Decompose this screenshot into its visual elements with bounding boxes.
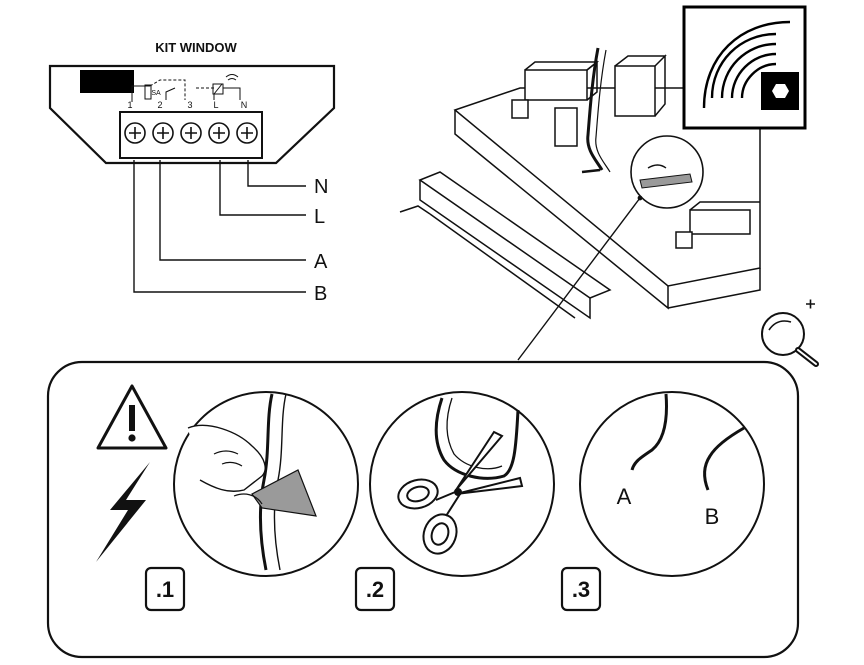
step-panel: A B .1 .2 .3 [46, 360, 800, 659]
terminal-screws [124, 122, 258, 144]
terminal-label-n: N [241, 100, 248, 110]
terminal-label-3: 3 [187, 100, 192, 110]
terminal-screw-1 [124, 122, 146, 144]
wire-n [247, 160, 306, 187]
wire-label-n: N [314, 176, 328, 198]
wire-label-a: A [314, 251, 328, 273]
terminal-screw-2 [152, 122, 174, 144]
result-label-a: A [617, 484, 632, 509]
step-1-label: .1 [156, 577, 174, 602]
step-badge-2: .2 [354, 566, 396, 612]
step-3-label: .3 [572, 577, 590, 602]
terminal-label-2: 2 [157, 100, 162, 110]
zoom-detail-circle [517, 135, 704, 361]
kit-window-wiring: KIT WINDOW 1 2 SA 3 L N [48, 40, 336, 305]
wire-l [219, 160, 306, 216]
terminal-screw-5 [236, 122, 258, 144]
wire-b [133, 160, 306, 293]
warning-triangle-icon [96, 384, 168, 450]
kit-black-block [80, 70, 134, 93]
step-badge-1: .1 [144, 566, 186, 612]
terminal-screw-4 [208, 122, 230, 144]
terminal-label-l: L [213, 100, 218, 110]
step-1-illustration [173, 391, 359, 577]
kit-window-title: KIT WINDOW [155, 40, 237, 55]
step-3-illustration: A B [579, 391, 765, 577]
radio-signal-hex-icon [682, 5, 807, 130]
wiring-lines [133, 160, 306, 293]
kit-housing [48, 64, 336, 165]
device-illustration [399, 47, 761, 320]
terminal-label-1: 1 [127, 100, 132, 110]
wire-label-b: B [314, 283, 327, 305]
terminal-screw-3 [180, 122, 202, 144]
wire-a [159, 160, 306, 261]
magnifier-plus-icon [761, 299, 819, 367]
step-badge-3: .3 [560, 566, 602, 612]
wire-label-l: L [314, 206, 325, 228]
step-2-label: .2 [366, 577, 384, 602]
terminal-label-sa: SA [151, 90, 161, 97]
scissors-icon [397, 430, 524, 555]
kit-schematic [131, 74, 241, 102]
result-label-b: B [705, 504, 720, 529]
